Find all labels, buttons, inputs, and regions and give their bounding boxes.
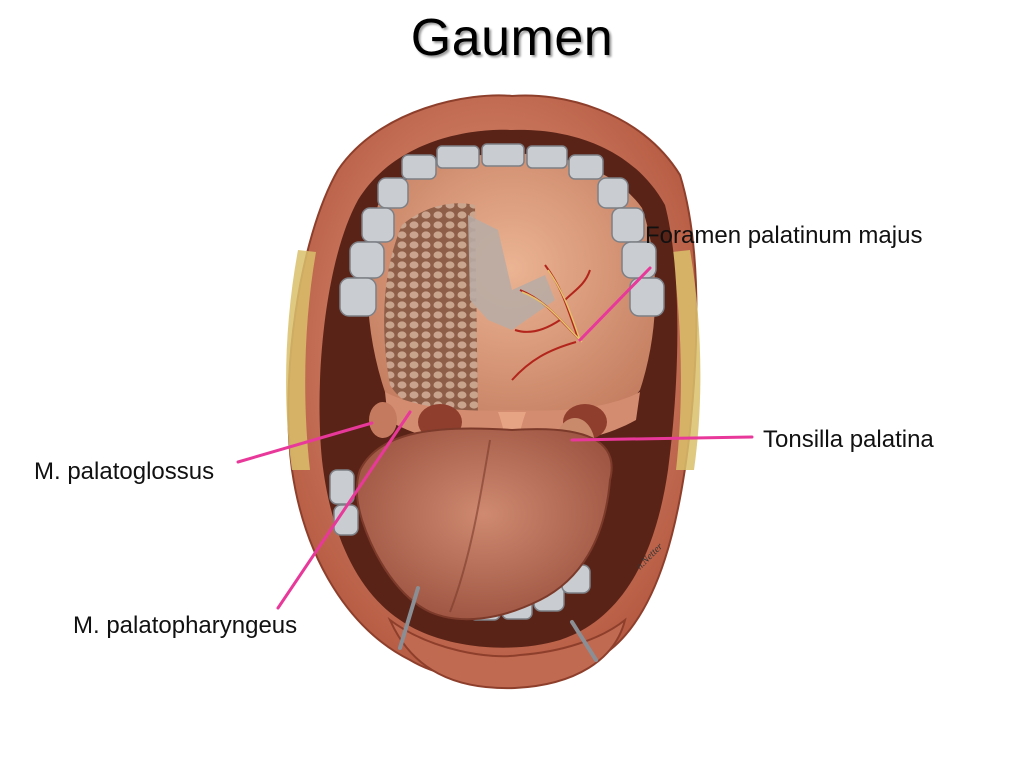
leader-palatopharyngeus xyxy=(276,410,412,610)
slide-title: Gaumen xyxy=(410,9,614,67)
tongue xyxy=(355,427,613,621)
palatine-glands xyxy=(384,203,478,420)
upper-teeth xyxy=(339,143,665,317)
label-m-palatoglossus: M. palatoglossus xyxy=(34,458,215,485)
leader-tonsilla xyxy=(570,435,754,442)
label-foramen-palatinum-majus: Foramen palatinum majus xyxy=(645,222,923,249)
exposed-bone xyxy=(468,215,555,330)
label-m-palatopharyngeus: M. palatopharyngeus xyxy=(73,612,298,639)
label-tonsilla-palatina: Tonsilla palatina xyxy=(763,426,934,453)
leader-palatoglossus xyxy=(236,421,374,464)
leader-lines xyxy=(236,266,754,610)
leader-foramen xyxy=(578,266,652,342)
lower-lip xyxy=(387,616,627,690)
probes xyxy=(398,586,598,662)
